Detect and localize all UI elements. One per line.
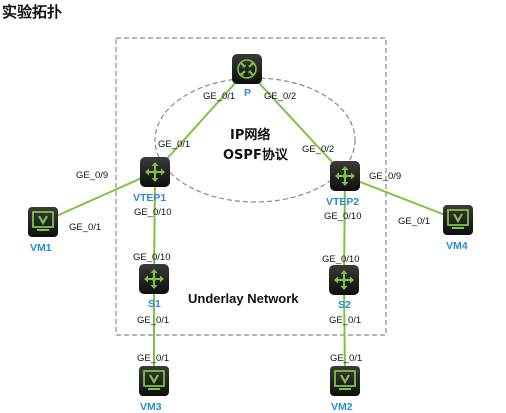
label-vm3: VM3 bbox=[140, 401, 162, 413]
port-label: GE_0/9 bbox=[76, 170, 108, 181]
port-label: GE_0/1 bbox=[330, 353, 362, 364]
device-vm3[interactable] bbox=[139, 366, 169, 396]
port-label: GE_0/1 bbox=[203, 91, 235, 102]
device-p[interactable] bbox=[232, 54, 262, 84]
link-p-vtep1 bbox=[154, 69, 248, 173]
link-s2-vm2 bbox=[343, 279, 346, 382]
port-label: GE_0/10 bbox=[134, 207, 172, 218]
device-s1[interactable] bbox=[139, 264, 169, 294]
underlay-boundary bbox=[115, 37, 387, 336]
device-s2[interactable] bbox=[329, 265, 359, 295]
underlay-network-label: Underlay Network bbox=[188, 291, 299, 306]
link-vtep1-vm1 bbox=[42, 171, 156, 223]
label-vm4: VM4 bbox=[446, 240, 468, 252]
port-label: GE_0/1 bbox=[137, 315, 169, 326]
device-vtep1[interactable] bbox=[140, 157, 170, 187]
port-label: GE_0/1 bbox=[137, 353, 169, 364]
port-label: GE_0/10 bbox=[133, 252, 171, 263]
port-label: GE_0/2 bbox=[264, 91, 296, 102]
label-p: P bbox=[244, 87, 251, 99]
port-label: GE_0/1 bbox=[329, 315, 361, 326]
label-s2: S2 bbox=[338, 299, 351, 311]
link-p-vtep2 bbox=[246, 69, 346, 177]
page-title: 实验拓扑 bbox=[2, 3, 63, 21]
label-vtep2: VTEP2 bbox=[326, 196, 359, 208]
port-label: GE_0/9 bbox=[369, 171, 401, 182]
links bbox=[42, 69, 459, 382]
port-label: GE_0/2 bbox=[302, 144, 334, 155]
device-vm4[interactable] bbox=[443, 205, 473, 235]
label-s1: S1 bbox=[148, 298, 161, 310]
label-vm1: VM1 bbox=[30, 242, 52, 254]
port-label: GE_0/1 bbox=[158, 139, 190, 150]
port-label: GE_0/1 bbox=[398, 216, 430, 227]
label-vm2: VM2 bbox=[331, 401, 353, 413]
link-vtep2-vm4 bbox=[344, 175, 459, 221]
device-vm1[interactable] bbox=[28, 207, 58, 237]
port-label: GE_0/1 bbox=[69, 222, 101, 233]
label-vtep1: VTEP1 bbox=[133, 192, 166, 204]
ospf-label: OSPF协议 bbox=[223, 147, 289, 163]
port-label: GE_0/10 bbox=[324, 211, 362, 222]
device-vm2[interactable] bbox=[330, 366, 360, 396]
router-body bbox=[232, 54, 262, 84]
ip-network-label: IP网络 bbox=[230, 127, 270, 143]
device-vtep2[interactable] bbox=[330, 161, 360, 191]
link-vtep1-s1 bbox=[153, 171, 156, 280]
link-vtep2-s2 bbox=[343, 175, 346, 281]
port-label: GE_0/10 bbox=[322, 254, 360, 265]
